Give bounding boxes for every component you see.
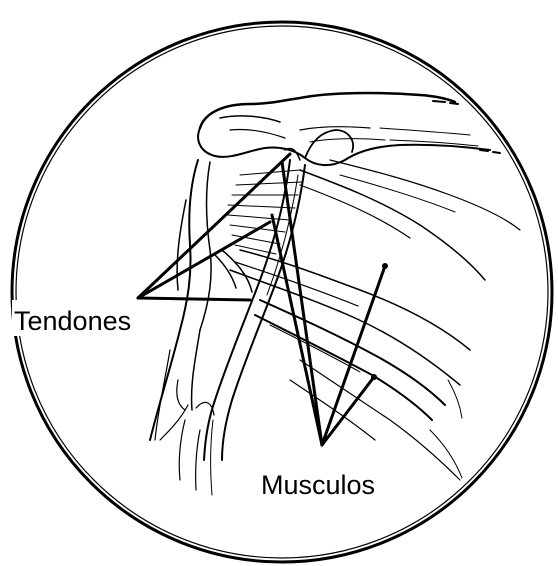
tendons-label: Tendones	[14, 306, 131, 336]
tendons-pointer-lines	[138, 154, 290, 300]
muscles-pointer-lines	[272, 162, 388, 445]
acromion-bone	[198, 93, 500, 165]
rotator-cuff-hatching	[215, 170, 302, 292]
pointer-dot	[382, 263, 388, 269]
chest-muscle-fibres	[230, 160, 520, 480]
biceps-tendon	[204, 160, 305, 460]
muscles-label: Musculos	[261, 470, 375, 500]
pointer-dot	[371, 374, 377, 380]
shoulder-illustration	[150, 93, 520, 495]
